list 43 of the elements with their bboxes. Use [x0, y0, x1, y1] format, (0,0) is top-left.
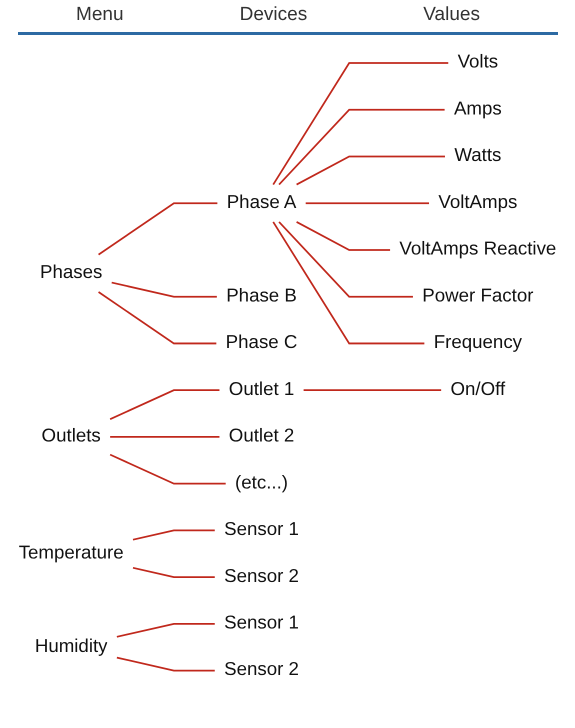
connector	[110, 436, 220, 438]
connector	[296, 156, 445, 186]
connector	[278, 108, 445, 186]
node-text: Phase B	[226, 286, 297, 306]
node-text: (etc...)	[235, 473, 288, 493]
column-heading: Values	[423, 4, 480, 26]
node-text: Temperature	[18, 543, 124, 564]
connector	[272, 62, 448, 185]
connector	[278, 221, 413, 298]
connector	[98, 202, 218, 256]
node-text: Watts	[454, 146, 502, 166]
connector	[116, 656, 215, 672]
node-text: Sensor 1	[224, 520, 299, 540]
node-text: Sensor 2	[224, 660, 299, 680]
connector	[132, 566, 215, 578]
connector	[116, 622, 215, 638]
node-text: Sensor 1	[224, 613, 299, 634]
connector	[272, 221, 424, 344]
node-text: Power Factor	[422, 286, 534, 306]
node-text: Humidity	[34, 636, 108, 657]
node-text: VoltAmps Reactive	[399, 239, 556, 260]
connector	[110, 454, 226, 484]
connector	[110, 389, 220, 420]
node-text: Amps	[454, 99, 502, 120]
connector	[304, 389, 442, 392]
node-text: Phase C	[226, 332, 298, 353]
connector	[306, 202, 430, 204]
node-text: Volts	[458, 52, 498, 72]
connector	[98, 291, 216, 344]
node-text: On/Off	[450, 380, 506, 400]
node-text: Phase A	[226, 192, 296, 213]
node-text: Outlet 2	[228, 426, 294, 446]
node-text: Outlets	[42, 426, 101, 446]
node-text: Phases	[40, 262, 102, 283]
node-text: Frequency	[434, 332, 522, 353]
node-text: Sensor 2	[224, 566, 299, 586]
column-heading: Devices	[240, 4, 308, 26]
node-text: Outlet 1	[228, 380, 294, 400]
connector	[112, 282, 217, 298]
connector	[296, 221, 390, 251]
connector	[132, 530, 215, 541]
node-text: VoltAmps	[438, 192, 518, 213]
column-heading: Menu	[76, 4, 124, 26]
